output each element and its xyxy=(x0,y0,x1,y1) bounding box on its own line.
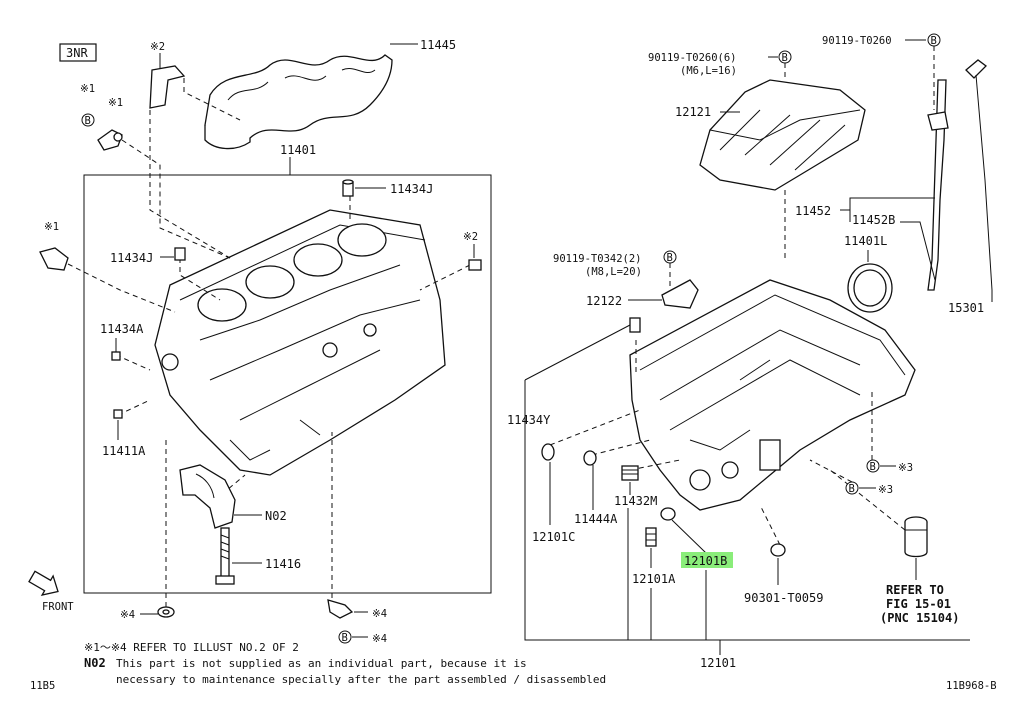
bearing-cap-n02[interactable] xyxy=(179,464,236,529)
label-11445[interactable]: 11445 xyxy=(420,38,456,52)
refer-line-1[interactable]: REFER TO xyxy=(886,583,944,597)
gasket-12101b[interactable] xyxy=(660,507,676,521)
o-ring-90301-t0059[interactable] xyxy=(770,543,786,557)
note-n02-key: N02 xyxy=(84,656,106,670)
label-11411a[interactable]: 11411A xyxy=(102,444,146,458)
dipstick-15301[interactable] xyxy=(965,59,993,291)
stud-part[interactable] xyxy=(468,259,482,271)
sensor-part[interactable] xyxy=(97,129,123,151)
label-n02[interactable]: N02 xyxy=(265,509,287,523)
plug-11444a[interactable] xyxy=(583,450,597,466)
marker-4-c: ※4 xyxy=(372,633,387,645)
label-90119-t0342-2[interactable]: 90119-T0342(2) xyxy=(553,253,642,265)
label-90301-t0059[interactable]: 90301-T0059 xyxy=(744,591,823,605)
b-marker-3b: B xyxy=(845,481,859,495)
refer-line-2[interactable]: FIG 15-01 xyxy=(886,597,951,611)
label-11416[interactable]: 11416 xyxy=(265,557,301,571)
label-12101[interactable]: 12101 xyxy=(700,656,736,670)
marker-1-c: ※1 xyxy=(44,221,59,233)
label-11452b[interactable]: 11452B xyxy=(852,213,895,227)
label-11432m[interactable]: 11432M xyxy=(614,494,657,508)
label-90119-t0260-6[interactable]: 90119-T0260(6) xyxy=(648,52,737,64)
label-m8-l20: (M8,L=20) xyxy=(585,266,642,278)
marker-1-b: ※1 xyxy=(108,97,123,109)
svg-text:B: B xyxy=(849,483,855,495)
label-front: FRONT xyxy=(42,601,74,613)
engine-code: 3NR xyxy=(66,46,88,60)
knock-sensor-part[interactable] xyxy=(39,247,69,271)
dowel-pin-11434j-b[interactable] xyxy=(174,247,186,261)
plug-11432m[interactable] xyxy=(621,465,639,481)
cover-12121[interactable] xyxy=(699,79,866,191)
label-90119-t0260[interactable]: 90119-T0260 xyxy=(822,35,892,47)
label-11434j-b[interactable]: 11434J xyxy=(110,251,153,265)
refer-line-3[interactable]: (PNC 15104) xyxy=(880,611,959,625)
note-n02-text-1: This part is not supplied as an individu… xyxy=(116,657,527,670)
cylinder-block-frame xyxy=(83,174,492,594)
footer-left-code: 11B5 xyxy=(30,680,55,692)
svg-text:B: B xyxy=(870,461,876,473)
label-12101b[interactable]: 12101B xyxy=(684,554,727,568)
b-marker-bolt-b: B xyxy=(927,33,941,47)
dipstick-guide-11452[interactable] xyxy=(927,79,949,291)
b-marker-3a: B xyxy=(866,459,880,473)
marker-1-a: ※1 xyxy=(80,83,95,95)
oil-jet-part[interactable] xyxy=(327,599,354,619)
label-12101c[interactable]: 12101C xyxy=(532,530,575,544)
label-12122[interactable]: 12122 xyxy=(586,294,622,308)
marker-2-top: ※2 xyxy=(150,41,165,53)
bracket-part[interactable] xyxy=(149,65,186,109)
oil-pan-12101[interactable] xyxy=(629,279,916,511)
dowel-pin-11434j-a[interactable] xyxy=(342,179,354,197)
note-n02-text-2: necessary to maintenance specially after… xyxy=(116,673,606,686)
svg-text:B: B xyxy=(667,252,673,264)
engine-code-box: 3NR xyxy=(59,43,97,62)
b-marker-bolt-c: B xyxy=(663,250,677,264)
marker-2-right: ※2 xyxy=(463,231,478,243)
pin-11411a[interactable] xyxy=(113,409,123,419)
gasket-11445-part[interactable] xyxy=(204,54,393,150)
cylinder-block-11401[interactable] xyxy=(154,209,446,476)
svg-text:B: B xyxy=(85,115,91,127)
bolt-11416[interactable] xyxy=(215,527,235,585)
washer-part[interactable] xyxy=(157,606,175,618)
footer-right-code: 11B968-B xyxy=(946,680,997,692)
pin-11434a[interactable] xyxy=(111,351,121,361)
bracket-12122[interactable] xyxy=(661,279,699,309)
label-11452[interactable]: 11452 xyxy=(795,204,831,218)
b-marker-1: B xyxy=(81,113,95,127)
marker-3-a: ※3 xyxy=(898,462,913,474)
oil-filter-part[interactable] xyxy=(904,516,928,558)
label-11401l[interactable]: 11401L xyxy=(844,234,887,248)
svg-text:B: B xyxy=(782,52,788,64)
label-11434y[interactable]: 11434Y xyxy=(507,413,551,427)
b-marker-4: B xyxy=(338,630,352,644)
dowel-pin-11434y[interactable] xyxy=(629,317,641,333)
label-15301[interactable]: 15301 xyxy=(948,301,984,315)
label-11434j-a[interactable]: 11434J xyxy=(390,182,433,196)
oil-seal-11401l[interactable] xyxy=(847,263,893,313)
marker-4-a: ※4 xyxy=(120,609,135,621)
front-arrow-icon xyxy=(28,570,59,596)
label-11434a[interactable]: 11434A xyxy=(100,322,144,336)
label-m6-l16: (M6,L=16) xyxy=(680,65,737,77)
b-marker-bolt-a: B xyxy=(778,50,792,64)
marker-3-b: ※3 xyxy=(878,484,893,496)
marker-4-b: ※4 xyxy=(372,608,387,620)
label-12101a[interactable]: 12101A xyxy=(632,572,676,586)
label-11401[interactable]: 11401 xyxy=(280,143,316,157)
drain-plug-12101a[interactable] xyxy=(645,527,657,547)
svg-text:B: B xyxy=(342,632,348,644)
label-12121[interactable]: 12121 xyxy=(675,105,711,119)
note-refer-illust: ※1～※4 REFER TO ILLUST NO.2 OF 2 xyxy=(84,641,299,654)
o-ring-12101c[interactable] xyxy=(541,443,555,461)
highlight-12101b xyxy=(681,552,733,568)
svg-text:B: B xyxy=(931,35,937,47)
label-11444a[interactable]: 11444A xyxy=(574,512,618,526)
